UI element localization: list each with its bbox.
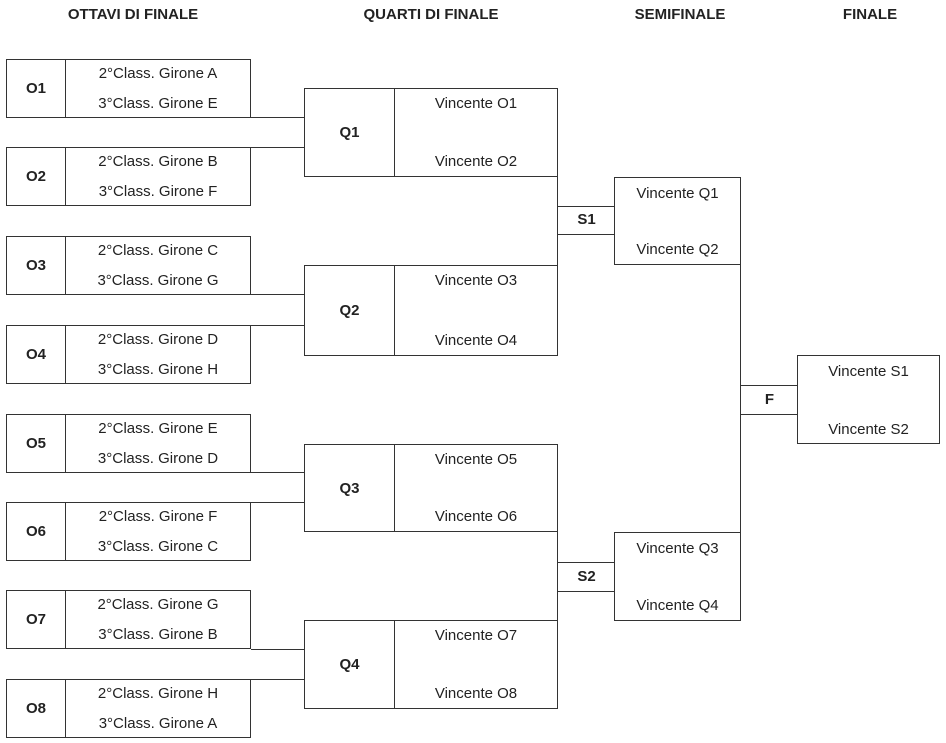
- connector-line: [251, 502, 305, 503]
- team-slot: Vincente S1: [828, 363, 909, 380]
- team-slot: 3°Class. Girone H: [97, 361, 219, 378]
- team-slot: Vincente Q4: [636, 597, 719, 614]
- match-q2: Q2 Vincente O3 Vincente O4: [304, 265, 558, 356]
- connector-line: [557, 531, 558, 621]
- connector-line: [251, 679, 305, 680]
- match-code: O3: [7, 237, 66, 294]
- team-slot: Vincente O1: [434, 95, 518, 112]
- header-finale: FINALE: [842, 6, 898, 23]
- match-o3: O3 2°Class. Girone C 3°Class. Girone G: [6, 236, 251, 295]
- team-slot: 2°Class. Girone G: [97, 596, 219, 613]
- match-o5: O5 2°Class. Girone E 3°Class. Girone D: [6, 414, 251, 473]
- team-slot: Vincente S2: [828, 421, 909, 438]
- team-slot: 3°Class. Girone E: [98, 95, 218, 112]
- team-slot: Vincente O6: [434, 508, 518, 525]
- connector-line: [740, 264, 741, 532]
- team-slot: Vincente Q3: [636, 540, 719, 557]
- connector-line: [251, 472, 305, 473]
- connector-line: [251, 294, 305, 295]
- match-code: O8: [7, 680, 66, 737]
- team-slot: Vincente O8: [434, 685, 518, 702]
- team-slot: 3°Class. Girone F: [98, 183, 218, 200]
- team-slot: 2°Class. Girone F: [98, 508, 218, 525]
- team-slot: 3°Class. Girone C: [97, 538, 219, 555]
- match-o4: O4 2°Class. Girone D 3°Class. Girone H: [6, 325, 251, 384]
- team-slot: 3°Class. Girone D: [97, 450, 219, 467]
- team-slot: Vincente O4: [434, 332, 518, 349]
- team-slot: 3°Class. Girone B: [98, 626, 218, 643]
- match-code: Q2: [305, 266, 395, 355]
- match-final: Vincente S1 Vincente S2: [797, 355, 940, 444]
- match-s1: Vincente Q1 Vincente Q2: [614, 177, 741, 265]
- connector-line: [557, 591, 615, 592]
- connector-line: [557, 176, 558, 265]
- match-code: O4: [7, 326, 66, 383]
- connector-line: [251, 147, 305, 148]
- match-code-s1: S1: [577, 211, 596, 228]
- team-slot: 2°Class. Girone B: [98, 153, 218, 170]
- connector-line: [251, 649, 305, 650]
- match-q4: Q4 Vincente O7 Vincente O8: [304, 620, 558, 709]
- match-code: O7: [7, 591, 66, 648]
- match-code: O2: [7, 148, 66, 205]
- match-code: Q1: [305, 89, 395, 176]
- header-quarti: QUARTI DI FINALE: [363, 6, 499, 23]
- connector-line: [251, 117, 305, 118]
- match-o2: O2 2°Class. Girone B 3°Class. Girone F: [6, 147, 251, 206]
- connector-line: [740, 414, 798, 415]
- team-slot: 2°Class. Girone A: [98, 65, 218, 82]
- match-o7: O7 2°Class. Girone G 3°Class. Girone B: [6, 590, 251, 649]
- match-code: O6: [7, 503, 66, 560]
- connector-line: [251, 325, 305, 326]
- header-ottavi: OTTAVI DI FINALE: [67, 6, 199, 23]
- connector-line: [740, 385, 798, 386]
- team-slot: 2°Class. Girone C: [97, 242, 219, 259]
- match-o6: O6 2°Class. Girone F 3°Class. Girone C: [6, 502, 251, 561]
- connector-line: [557, 206, 615, 207]
- connector-line: [557, 562, 615, 563]
- team-slot: Vincente Q2: [636, 241, 719, 258]
- match-q1: Q1 Vincente O1 Vincente O2: [304, 88, 558, 177]
- team-slot: 2°Class. Girone H: [97, 685, 219, 702]
- team-slot: Vincente O3: [434, 272, 518, 289]
- match-s2: Vincente Q3 Vincente Q4: [614, 532, 741, 621]
- match-o8: O8 2°Class. Girone H 3°Class. Girone A: [6, 679, 251, 738]
- match-code-f: F: [764, 391, 775, 408]
- team-slot: 3°Class. Girone G: [97, 272, 219, 289]
- match-q3: Q3 Vincente O5 Vincente O6: [304, 444, 558, 532]
- match-code: O5: [7, 415, 66, 472]
- team-slot: Vincente O2: [434, 153, 518, 170]
- team-slot: 2°Class. Girone D: [97, 331, 219, 348]
- team-slot: 3°Class. Girone A: [98, 715, 218, 732]
- match-o1: O1 2°Class. Girone A 3°Class. Girone E: [6, 59, 251, 118]
- header-semifinale: SEMIFINALE: [634, 6, 726, 23]
- match-code: O1: [7, 60, 66, 117]
- match-code-s2: S2: [577, 568, 596, 585]
- team-slot: Vincente O5: [434, 451, 518, 468]
- team-slot: Vincente Q1: [636, 185, 719, 202]
- match-code: Q3: [305, 445, 395, 531]
- match-code: Q4: [305, 621, 395, 708]
- connector-line: [557, 234, 615, 235]
- team-slot: 2°Class. Girone E: [98, 420, 218, 437]
- team-slot: Vincente O7: [434, 627, 518, 644]
